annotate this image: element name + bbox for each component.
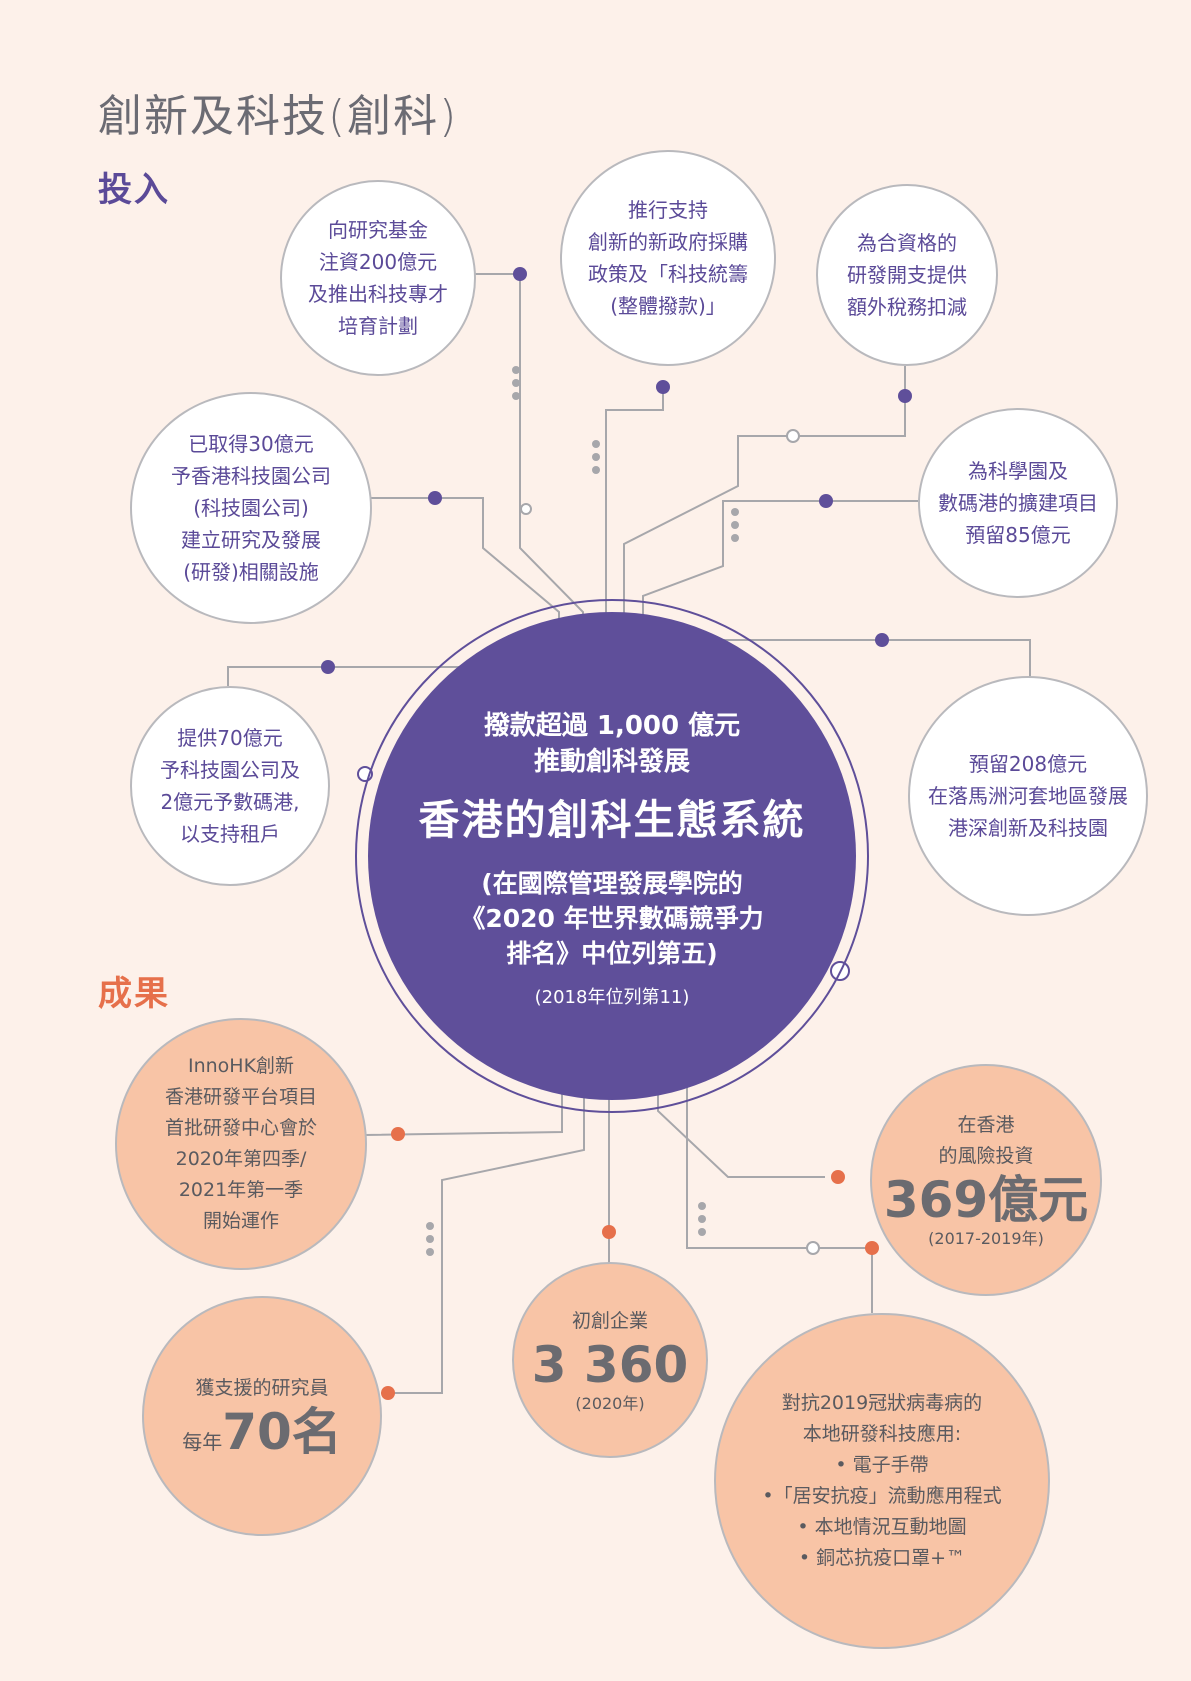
venture-capital-figure: 369億元 xyxy=(883,1171,1089,1229)
center-ranking-line-1: (在國際管理發展學院的 xyxy=(481,868,743,898)
output-covid-tech: 對抗2019冠狀病毒病的 本地研發科技應用: • 電子手帶 •「居安抗疫」流動應… xyxy=(714,1313,1050,1649)
output-innohk: InnoHK創新 香港研發平台項目 首批研發中心會於 2020年第四季/ 202… xyxy=(115,1018,367,1270)
ecosystem-center-circle: 撥款超過 1,000 億元 推動創科發展 香港的創科生態系統 (在國際管理發展學… xyxy=(368,612,856,1100)
input-science-park-facilities: 已取得30億元 予香港科技園公司 (科技園公司) 建立研究及發展 (研發)相關設… xyxy=(130,392,372,624)
center-purpose-line: 推動創科發展 xyxy=(533,746,690,777)
input-tax-deduction: 為合資格的 研發開支提供 額外稅務扣減 xyxy=(816,184,998,366)
section-output-heading: 成果 xyxy=(98,974,170,1014)
center-ranking-line-2: 《2020 年世界數碼競爭力 xyxy=(460,903,764,933)
center-ranking-line-3: 排名》中位列第五) xyxy=(506,938,718,968)
center-ring xyxy=(355,599,869,1113)
output-venture-capital: 在香港 的風險投資 369億元 (2017-2019年) xyxy=(870,1064,1102,1296)
input-expansion-projects: 為科學園及 數碼港的擴建項目 預留85億元 xyxy=(918,408,1118,598)
input-tenant-support: 提供70億元 予科技園公司及 2億元予數碼港, 以支持租戶 xyxy=(130,686,330,886)
output-startups: 初創企業 3 360 (2020年) xyxy=(512,1262,708,1458)
center-main-title: 香港的創科生態系統 xyxy=(418,795,806,844)
input-research-fund: 向研究基金 注資200億元 及推出科技專才 培育計劃 xyxy=(280,180,476,376)
startups-figure: 3 360 xyxy=(531,1335,689,1394)
output-researchers: 獲支援的研究員 每年70名 xyxy=(142,1296,382,1536)
section-input-heading: 投入 xyxy=(98,170,170,210)
researchers-figure: 70名 xyxy=(222,1402,342,1461)
page-title: 創新及科技(創科) xyxy=(98,91,459,142)
input-loop-innovation-park: 預留208億元 在落馬洲河套地區發展 港深創新及科技園 xyxy=(908,676,1148,916)
center-funding-line: 撥款超過 1,000 億元 xyxy=(483,710,741,741)
input-procurement-policy: 推行支持 創新的新政府採購 政策及「科技統籌 (整體撥款)」 xyxy=(560,150,776,366)
center-previous-rank: (2018年位列第11) xyxy=(534,986,690,1008)
